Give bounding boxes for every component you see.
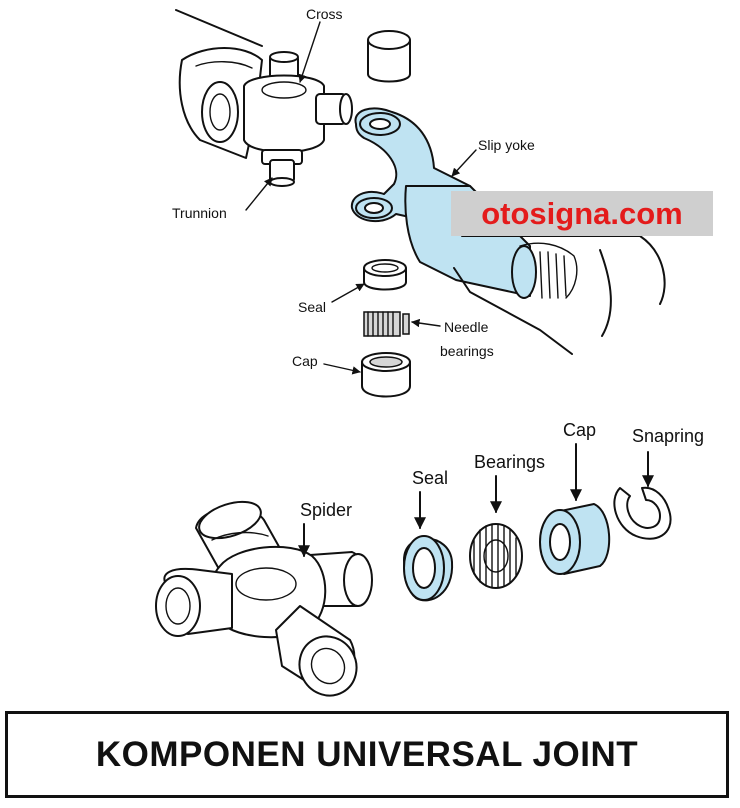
label-snapring: Snapring	[632, 426, 704, 446]
bottom-bearings	[469, 523, 523, 589]
label-cross: Cross	[306, 6, 343, 22]
top-cap	[361, 352, 411, 398]
slip-yoke-leader	[451, 149, 477, 177]
needle-bearings-leader	[411, 318, 441, 328]
transmission-housing	[453, 235, 666, 355]
top-seal-leader	[331, 283, 365, 303]
label-bottom-cap: Cap	[563, 420, 596, 440]
cross	[243, 51, 353, 187]
label-spider: Spider	[300, 500, 352, 520]
spider	[155, 500, 373, 697]
title-frame	[5, 711, 729, 798]
label-bearings: Bearings	[474, 452, 545, 472]
top-cap-leader	[323, 363, 361, 375]
label-trunnion: Trunnion	[172, 205, 227, 221]
top-needle-bearings	[363, 311, 410, 337]
cross-leader	[298, 21, 321, 83]
page-title: KOMPONEN UNIVERSAL JOINT	[95, 735, 639, 774]
watermark: otosigna.com	[481, 196, 683, 231]
trunnion-leader	[245, 177, 273, 211]
left-yoke	[175, 9, 263, 159]
label-top-cap: Cap	[292, 353, 318, 369]
label-top-seal: Seal	[298, 299, 326, 315]
slip-yoke	[350, 107, 537, 299]
label-bottom-seal: Seal	[412, 468, 448, 488]
label-slip-yoke: Slip yoke	[478, 137, 535, 153]
top-seal	[363, 259, 407, 291]
label-needle-bearings-1: Needle	[444, 319, 489, 335]
bottom-cap	[539, 503, 611, 575]
loose-bearing-cap	[367, 30, 411, 83]
snapring	[613, 486, 672, 540]
bottom-seal	[403, 535, 454, 602]
label-needle-bearings-2: bearings	[440, 343, 494, 359]
watermark-background	[451, 191, 713, 236]
